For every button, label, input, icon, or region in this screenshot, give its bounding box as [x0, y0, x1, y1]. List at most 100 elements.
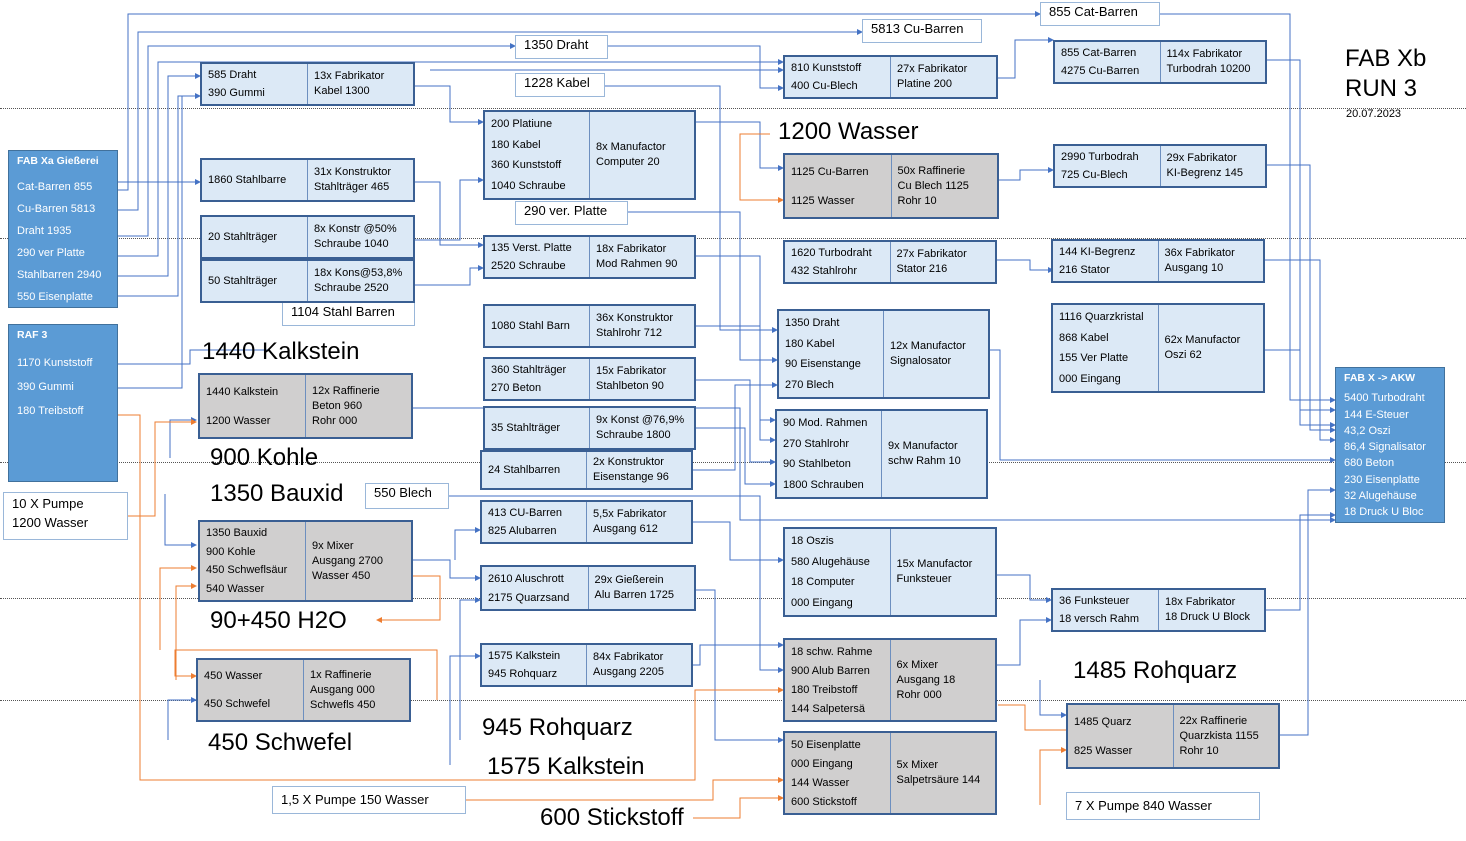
machine-output: 13x Fabrikator: [314, 70, 385, 82]
machine-input: 1125 Wasser: [791, 194, 855, 207]
machine-output: 36x Konstruktor: [596, 312, 674, 324]
machine-output: Alu Barren 1725: [594, 589, 675, 601]
source-fab-xa: FAB Xa Gießerei Cat-Barren 855 Cu-Barren…: [8, 150, 118, 308]
machine-input: 18 Oszis: [791, 535, 834, 548]
machine-input: 18 versch Rahm: [1059, 613, 1140, 625]
machine-input: 725 Cu-Blech: [1061, 169, 1128, 181]
machine-output: 84x Fabrikator: [593, 651, 664, 663]
grid-line: [0, 108, 1466, 109]
machine-output: Stahlbeton 90: [596, 380, 664, 392]
machine-input: 900 Alub Barren: [791, 664, 870, 677]
machine-output: 8x Manufactor: [596, 141, 666, 153]
machine-input: 855 Cat-Barren: [1061, 47, 1137, 59]
machine-input: 2520 Schraube: [491, 260, 566, 272]
machine-input: 50 Stahlträger: [208, 275, 278, 287]
machine-input: 1125 Cu-Barren: [791, 165, 869, 178]
machine-output: Ausgang 2205: [593, 666, 664, 678]
machine-output: Schraube 2520: [314, 282, 389, 294]
source-raf-3: RAF 3 1170 Kunststoff 390 Gummi 180 Trei…: [8, 324, 118, 482]
machine-output: 114x Fabrikator: [1166, 48, 1243, 60]
machine-output: 18x Fabrikator: [596, 243, 667, 255]
machine-input: 390 Gummi: [208, 87, 265, 99]
machine-input: 20 Stahlträger: [208, 231, 278, 243]
machine-output: Beton 960: [312, 399, 363, 412]
machine-input: 810 Kunststoff: [791, 62, 862, 74]
machine-input: 400 Cu-Blech: [791, 80, 858, 92]
machine-input: 50 Eisenplatte: [791, 738, 861, 751]
machine-input: 36 Funksteuer: [1059, 595, 1130, 607]
label-pumpe: 10 X Pumpe 1200 Wasser: [3, 492, 128, 540]
machine-input: 90 Stahlbeton: [783, 458, 851, 471]
machine-input: 90 Mod. Rahmen: [783, 417, 868, 430]
machine-output: Signalosator: [890, 355, 952, 367]
machine-output: Rohr 10: [1179, 744, 1219, 757]
machine-schraube-2520: 50 Stahlträger 18x Kons@53,8% Schraube 25…: [200, 259, 415, 303]
machine-input: 1350 Bauxid: [206, 527, 268, 540]
machine-input: 2610 Aluschrott: [488, 572, 564, 585]
label-cat-barren: 855 Cat-Barren: [1040, 2, 1160, 26]
machine-input: 1440 Kalkstein: [206, 385, 279, 398]
machine-output: 6x Mixer: [896, 658, 939, 671]
machine-output: Ausgang 10: [1164, 262, 1224, 274]
machine-output: Stahlträger 465: [314, 181, 390, 193]
sink-item: 680 Beton: [1344, 457, 1395, 470]
machine-input: 1800 Schrauben: [783, 478, 864, 491]
machine-input: 4275 Cu-Barren: [1061, 65, 1140, 77]
machine-input: 35 Stahlträger: [491, 422, 561, 434]
machine-input: 200 Platiune: [491, 118, 553, 131]
machine-input: 155 Ver Platte: [1059, 352, 1129, 365]
machine-input: 000 Eingang: [791, 596, 853, 609]
machine-input: 585 Draht: [208, 69, 257, 81]
sink-item: 5400 Turbodraht: [1344, 392, 1425, 405]
machine-input: 580 Alugehäuse: [791, 555, 870, 568]
machine-turbodraht: 855 Cat-Barren 4275 Cu-Barren 114x Fabrik…: [1053, 40, 1267, 84]
sink-item: 230 Eisenplatte: [1344, 473, 1420, 486]
machine-output: Eisenstange 96: [593, 471, 669, 483]
label-cu-barren: 5813 Cu-Barren: [862, 19, 982, 43]
machine-input: 270 Stahlrohr: [783, 437, 850, 450]
machine-input: 1080 Stahl Barn: [491, 320, 570, 332]
machine-output: 18x Kons@53,8%: [314, 267, 403, 279]
source-item: 550 Eisenplatte: [17, 291, 93, 303]
machine-input: 1116 Quarzkristal: [1059, 311, 1144, 324]
sink-item: 43,2 Oszi: [1344, 424, 1391, 437]
machine-input: 450 Schwefel: [204, 698, 271, 710]
source-item: 290 ver Platte: [17, 247, 85, 259]
label-stahl-barren: 1104 Stahl Barren: [282, 302, 415, 326]
label-ver-platte: 290 ver. Platte: [515, 201, 628, 225]
big-label-rohquarz: 945 Rohquarz: [482, 714, 633, 741]
source-item: Draht 1935: [17, 225, 72, 237]
machine-input: 180 Kabel: [785, 337, 835, 350]
source-title: RAF 3: [17, 329, 48, 341]
sink-item: 144 E-Steuer: [1344, 408, 1409, 421]
machine-output: Funksteuer: [896, 573, 952, 585]
machine-input: 540 Wasser: [206, 582, 265, 595]
machine-input: 2990 Turbodrah: [1061, 151, 1139, 163]
machine-output: Kabel 1300: [314, 85, 370, 97]
label-kabel: 1228 Kabel: [515, 73, 605, 97]
machine-input: 144 KI-Begrenz: [1059, 246, 1136, 258]
machine-schraube-1800: 35 Stahlträger 9x Konst @76,9%Schraube 1…: [483, 406, 696, 450]
machine-output: 9x Manufactor: [888, 440, 958, 452]
machine-output: 5,5x Fabrikator: [593, 508, 667, 520]
machine-output: Turbodrah 10200: [1166, 63, 1251, 75]
machine-input: 413 CU-Barren: [488, 507, 562, 519]
machine-output: 29x Gießerein: [594, 574, 664, 586]
label-draht: 1350 Draht: [515, 35, 608, 59]
source-title: FAB Xa Gießerei: [17, 155, 99, 167]
machine-output: Stator 216: [896, 263, 948, 275]
sink-item: 18 Druck U Bloc: [1344, 506, 1424, 518]
run-line: RUN 3: [1345, 75, 1418, 102]
machine-input: 144 Salpetersä: [791, 702, 865, 715]
label-pumpe-150: 1,5 X Pumpe 150 Wasser: [272, 786, 466, 814]
machine-input: 1860 Stahlbarre: [208, 174, 287, 186]
machine-output: Schraube 1800: [596, 429, 671, 441]
big-label-wasser: 1200 Wasser: [778, 118, 919, 145]
